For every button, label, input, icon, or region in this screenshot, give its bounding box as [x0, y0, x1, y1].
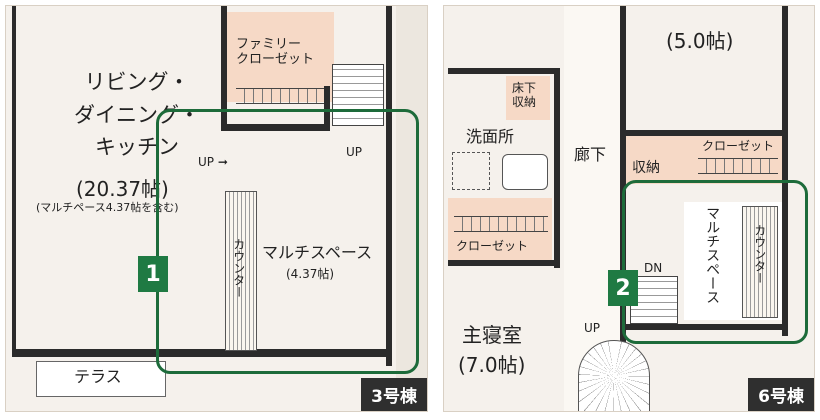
wall — [448, 68, 560, 74]
multi-space-size: (4.37帖) — [286, 267, 335, 281]
closet-rail-right — [698, 158, 778, 174]
family-closet-label: ファミリー クローゼット — [236, 37, 315, 67]
closet-left-label: クローゼット — [456, 239, 529, 253]
right-arrow-icon: ➞ — [214, 155, 228, 169]
wall — [782, 6, 788, 336]
terrace-area — [36, 361, 166, 397]
floorplan-building-3: ファミリー クローゼット リビング・ ダイニング・ キッチン (20.37帖) … — [5, 5, 428, 412]
closet-rail — [236, 88, 324, 104]
living-label: リビング・ ダイニング・ キッチン — [74, 70, 200, 160]
master-bedroom-label: 主寝室 — [462, 323, 522, 347]
master-bedroom-size: (7.0帖) — [458, 353, 526, 377]
counter-label-6: カウンター — [752, 224, 767, 284]
wall — [324, 86, 330, 131]
right-strip — [396, 6, 427, 386]
closet-rail-left — [454, 216, 548, 232]
wall — [448, 260, 560, 266]
living-note: (マルチペース4.37帖を含む) — [36, 201, 179, 214]
multi-space-highlight-6 — [622, 180, 808, 344]
storage-room — [626, 136, 694, 184]
floorplan-building-6: (5.0帖) 床下 収納 洗面所 廊下 収納 クローゼット クローゼット マルチ… — [443, 5, 815, 412]
counter-6 — [742, 206, 778, 318]
corridor-label: 廊下 — [574, 145, 607, 164]
family-closet-room — [224, 12, 334, 102]
wall — [554, 68, 560, 268]
wall — [12, 6, 16, 356]
closet-right-label: クローゼット — [702, 139, 775, 153]
building-label-3: 3号棟 — [361, 378, 427, 411]
wall — [620, 324, 788, 330]
wall — [12, 349, 390, 357]
building-label-6: 6号棟 — [748, 378, 814, 411]
washer-icon — [452, 152, 490, 190]
area-badge-1: 1 — [138, 256, 168, 292]
living-size: (20.37帖) — [76, 177, 169, 201]
multi-space-highlight — [156, 109, 419, 374]
underfloor-storage-room — [506, 76, 550, 120]
area-badge-2: 2 — [608, 270, 638, 306]
wall — [386, 6, 392, 366]
dn-label: DN — [644, 261, 663, 275]
terrace-label: テラス — [74, 367, 122, 386]
underfloor-storage-label: 床下 収納 — [512, 81, 537, 109]
up-stair-label: UP — [346, 145, 363, 159]
sink-icon — [502, 154, 548, 190]
wall — [221, 124, 327, 131]
counter-label: カウンター — [231, 238, 246, 298]
spiral-stair — [578, 340, 650, 411]
multi-space-label: マルチスペース — [262, 243, 373, 262]
stair-top — [332, 64, 384, 126]
room-size-top: (5.0帖) — [666, 29, 734, 53]
up-label-6: UP — [584, 321, 601, 335]
multi-space-label-6: マルチスペース — [704, 206, 721, 304]
counter — [225, 191, 257, 351]
washroom-label: 洗面所 — [466, 127, 515, 146]
wall — [620, 130, 788, 136]
wall — [221, 6, 227, 131]
storage-label: 収納 — [632, 160, 660, 176]
up-arrow-label: UP ➞ — [198, 155, 228, 169]
